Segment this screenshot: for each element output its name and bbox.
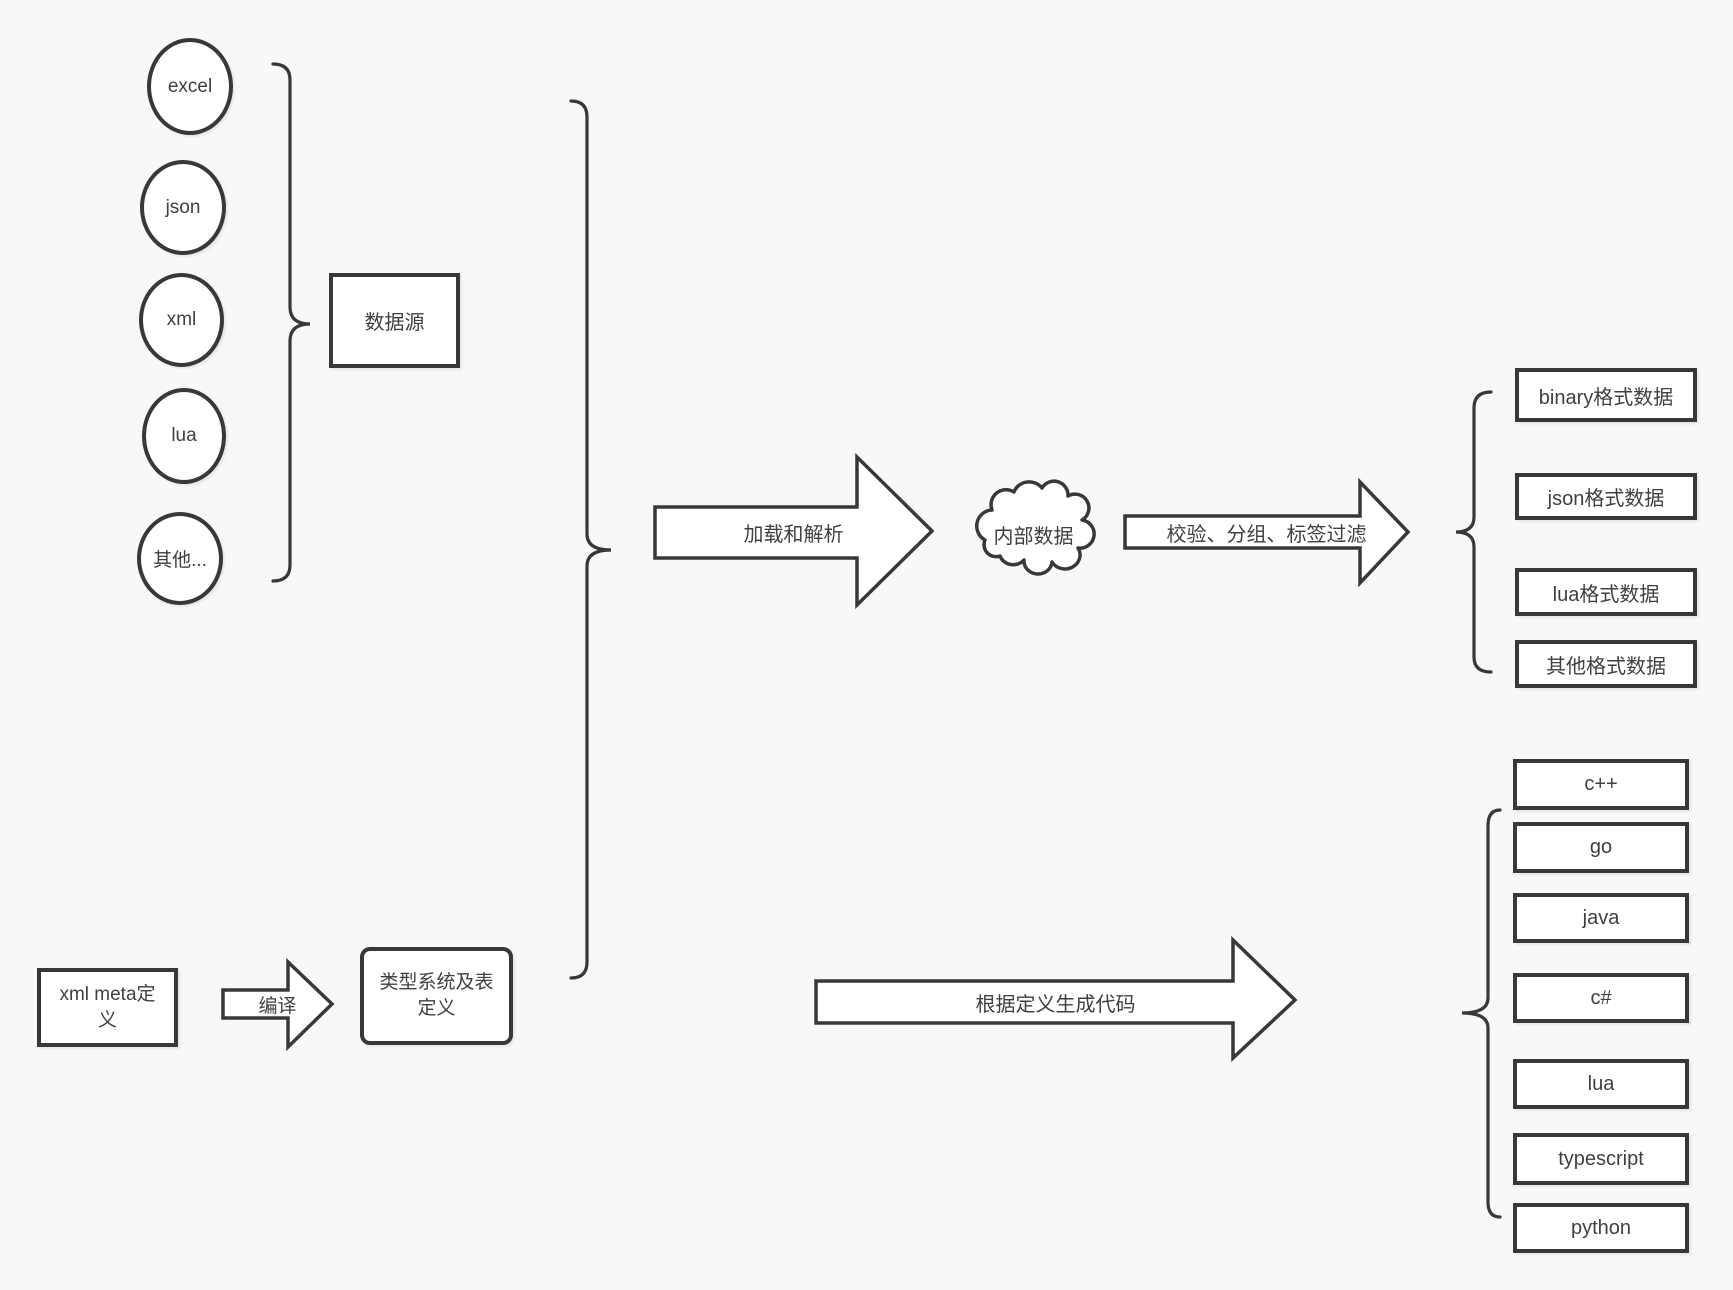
source-ellipse-xml: xml [139,273,224,367]
inputs-brace [569,99,612,980]
language-box-typescript: typescript [1513,1133,1689,1185]
load-parse-arrow [653,452,935,610]
format-label: lua格式数据 [1552,583,1660,606]
compile-arrow [221,957,335,1052]
language-label: c# [1590,986,1612,1009]
source-label: json [165,196,201,218]
xml-meta-definition-box: xml meta定义 [37,968,178,1047]
language-label: python [1570,1216,1632,1239]
source-ellipse-json: json [140,160,226,255]
language-box-java: java [1513,893,1689,943]
source-ellipse-excel: excel [147,38,233,135]
format-label: 其他格式数据 [1546,655,1666,678]
languages-brace [1461,808,1502,1219]
format-box-json: json格式数据 [1515,473,1697,520]
language-box-lua: lua [1513,1059,1689,1109]
filter-arrow [1123,477,1411,588]
source-label: 其他... [153,550,207,571]
source-label: lua [171,425,197,446]
source-label: excel [167,75,213,97]
format-label: json格式数据 [1547,488,1665,510]
format-box-other: 其他格式数据 [1515,640,1697,688]
source-label: xml [166,309,197,330]
language-box-csharp: c# [1513,973,1689,1023]
language-box-cpp: c++ [1513,759,1689,810]
language-box-go: go [1513,822,1689,873]
language-label: go [1589,836,1613,858]
sources-brace [271,62,311,583]
data-source-box: 数据源 [329,273,460,368]
source-ellipse-other: 其他... [137,512,223,605]
type-system-label: 类型系统及表定义 [379,972,494,1019]
language-label: typescript [1558,1147,1644,1170]
type-system-box: 类型系统及表定义 [360,947,513,1045]
codegen-arrow [814,935,1298,1063]
xml-meta-definition-label: xml meta定义 [59,983,156,1031]
internal-data-label: 内部数据 [993,525,1074,548]
language-label: java [1582,906,1620,929]
format-label: binary格式数据 [1538,386,1674,409]
language-box-python: python [1513,1203,1689,1253]
format-box-binary: binary格式数据 [1515,368,1697,422]
language-label: lua [1587,1072,1615,1095]
language-label: c++ [1584,773,1618,795]
data-formats-brace [1455,390,1493,674]
source-ellipse-lua: lua [142,388,226,484]
data-source-label: 数据源 [364,312,425,334]
format-box-lua: lua格式数据 [1515,568,1697,616]
internal-data-cloud [975,479,1096,576]
